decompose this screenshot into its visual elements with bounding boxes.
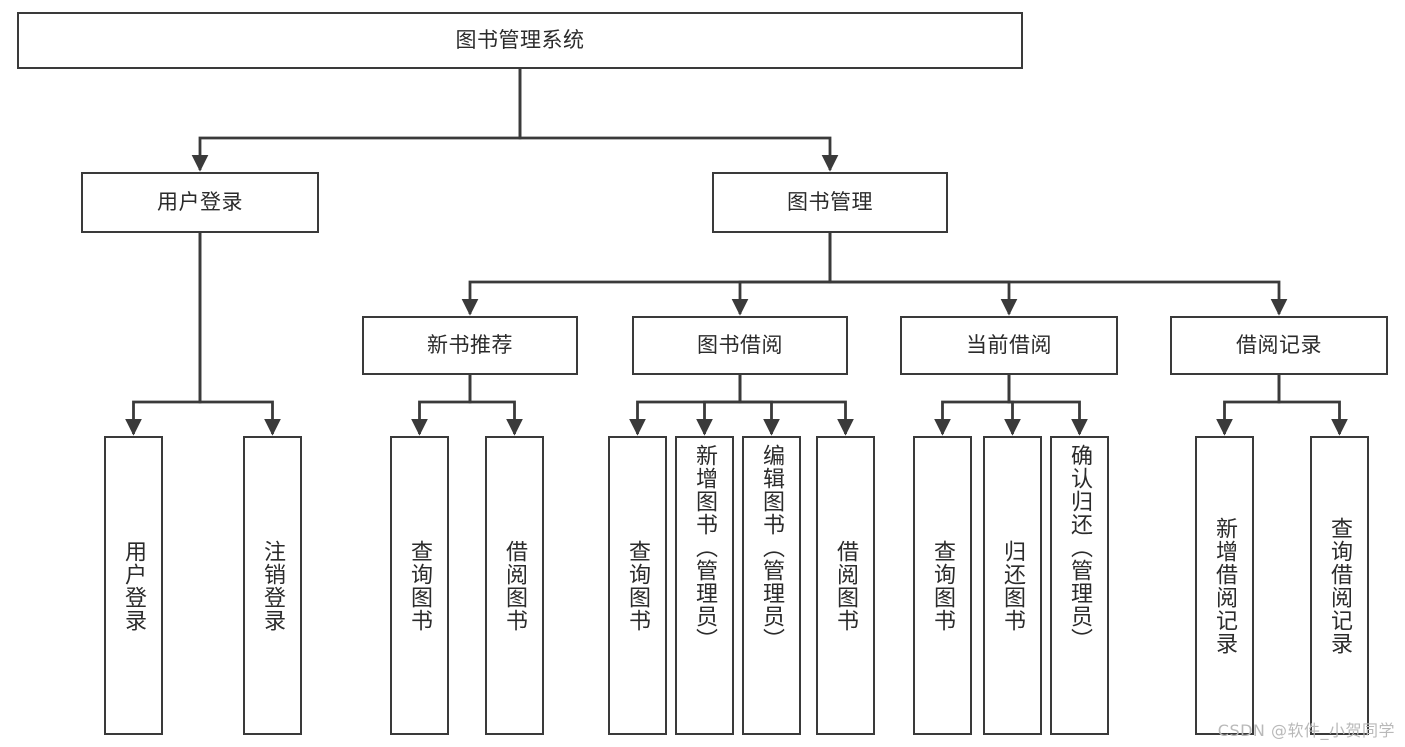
node-label: 用户登录 [157, 190, 243, 215]
node-label: 注销登录 [260, 539, 286, 632]
node-leaf_add_record: 新增借阅记录 [1195, 436, 1254, 735]
connector-book_borrow-to-leaf_borrow_book_2 [738, 375, 854, 436]
node-label: 查询借阅记录 [1327, 516, 1353, 655]
node-leaf_logout: 注销登录 [243, 436, 302, 735]
node-label: 借阅图书 [502, 539, 528, 632]
node-leaf_confirm_return: 确认归还（管理员） [1050, 436, 1109, 735]
connector-current_borrow-to-leaf_confirm_return [1007, 375, 1088, 436]
connector-current_borrow-to-leaf_query_book_3 [934, 375, 1011, 436]
connector-book_borrow-to-leaf_add_book [696, 375, 742, 436]
node-label: 查询图书 [625, 539, 651, 632]
node-label: 编辑图书（管理员） [759, 444, 785, 651]
node-label: 新增图书（管理员） [692, 444, 718, 651]
node-label: 图书管理系统 [455, 28, 585, 53]
connector-book_mgmt-to-current_borrow [828, 233, 1018, 316]
node-root: 图书管理系统 [17, 12, 1023, 69]
node-book_borrow: 图书借阅 [632, 316, 848, 375]
node-label: 当前借阅 [966, 333, 1052, 358]
connector-root-to-user_login [191, 69, 522, 172]
connector-book_mgmt-to-new_book_rec [461, 233, 832, 316]
node-borrow_record: 借阅记录 [1170, 316, 1388, 375]
node-leaf_query_book_1: 查询图书 [390, 436, 449, 735]
node-leaf_query_book_3: 查询图书 [913, 436, 972, 735]
node-label: 查询图书 [930, 539, 956, 632]
node-label: 确认归还（管理员） [1067, 444, 1093, 651]
node-leaf_query_record: 查询借阅记录 [1310, 436, 1369, 735]
node-book_mgmt: 图书管理 [712, 172, 948, 233]
connector-new_book_rec-to-leaf_query_book_1 [411, 375, 472, 436]
node-label: 查询图书 [407, 539, 433, 632]
node-leaf_add_book: 新增图书（管理员） [675, 436, 734, 735]
node-label: 新书推荐 [427, 333, 513, 358]
node-leaf_query_book_2: 查询图书 [608, 436, 667, 735]
node-leaf_user_login: 用户登录 [104, 436, 163, 735]
connector-book_borrow-to-leaf_edit_book [738, 375, 780, 436]
node-leaf_return_book: 归还图书 [983, 436, 1042, 735]
node-leaf_edit_book: 编辑图书（管理员） [742, 436, 801, 735]
node-new_book_rec: 新书推荐 [362, 316, 578, 375]
node-label: 图书借阅 [697, 333, 783, 358]
connector-user_login-to-leaf_logout [198, 233, 281, 436]
connector-root-to-book_mgmt [518, 69, 839, 172]
node-label: 用户登录 [121, 539, 147, 632]
connector-borrow_record-to-leaf_add_record [1216, 375, 1281, 436]
connector-borrow_record-to-leaf_query_record [1277, 375, 1348, 436]
node-label: 归还图书 [1000, 539, 1026, 632]
node-leaf_borrow_book_1: 借阅图书 [485, 436, 544, 735]
connector-book_borrow-to-leaf_query_book_2 [629, 375, 742, 436]
node-current_borrow: 当前借阅 [900, 316, 1118, 375]
node-label: 借阅记录 [1236, 333, 1322, 358]
connector-new_book_rec-to-leaf_borrow_book_1 [468, 375, 523, 436]
node-label: 借阅图书 [833, 539, 859, 632]
connector-user_login-to-leaf_user_login [125, 233, 202, 436]
node-label: 新增借阅记录 [1212, 516, 1238, 655]
node-leaf_borrow_book_2: 借阅图书 [816, 436, 875, 735]
connector-book_mgmt-to-book_borrow [731, 233, 832, 316]
node-label: 图书管理 [787, 190, 873, 215]
node-user_login: 用户登录 [81, 172, 319, 233]
connector-book_mgmt-to-borrow_record [828, 233, 1288, 316]
